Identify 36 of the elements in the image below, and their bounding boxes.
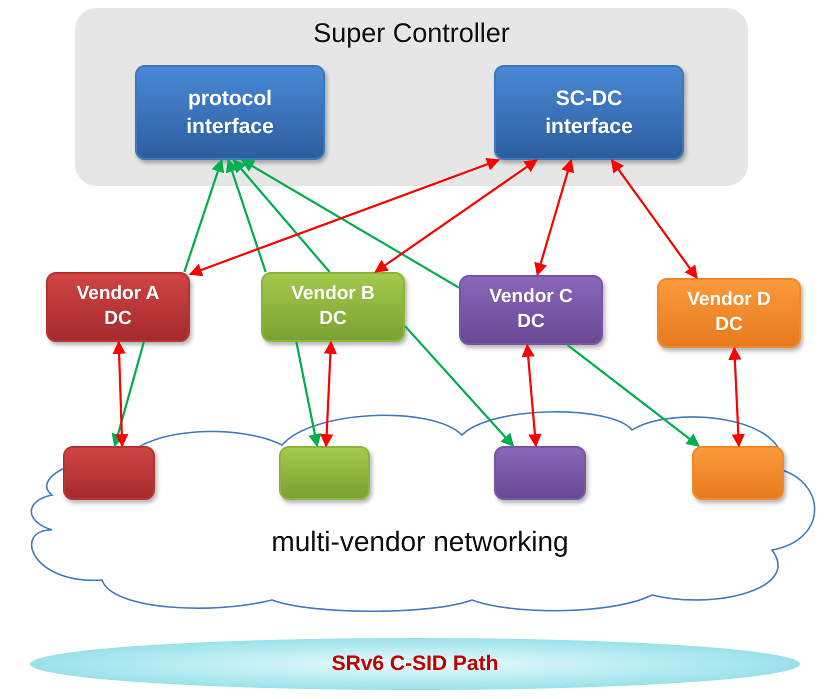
arrow xyxy=(232,159,330,273)
box-label: Vendor C DC xyxy=(488,285,574,334)
network-device-box xyxy=(63,446,155,500)
box-label: Vendor B DC xyxy=(290,282,376,331)
controller-box xyxy=(459,275,603,345)
band-label: SRv6 C-SID Path xyxy=(332,652,498,676)
network-device-box xyxy=(692,446,784,500)
arrow xyxy=(610,158,698,280)
network-device-box xyxy=(279,446,370,500)
panel-title: Super Controller xyxy=(312,18,511,49)
arrow xyxy=(728,346,745,448)
arrow xyxy=(534,158,574,276)
arrow xyxy=(295,342,322,448)
cloud-label: multi-vendor networking xyxy=(270,526,570,558)
arrow xyxy=(188,158,500,276)
controller-panel xyxy=(75,8,748,186)
controller-box xyxy=(261,272,405,342)
arrow xyxy=(374,159,538,273)
arrow xyxy=(566,344,700,447)
network-device-box xyxy=(494,446,586,500)
arrow xyxy=(226,158,267,272)
arrow xyxy=(240,159,460,289)
interface-box xyxy=(494,65,684,160)
box-label: protocol interface xyxy=(185,86,275,140)
box-label: Vendor D DC xyxy=(686,288,772,337)
arrow xyxy=(522,344,542,448)
arrow xyxy=(320,340,337,448)
box-label: Vendor A DC xyxy=(76,282,160,331)
interface-box xyxy=(135,65,325,160)
arrow xyxy=(112,342,145,448)
controller-box xyxy=(657,278,801,348)
arrow xyxy=(112,340,128,448)
arrow xyxy=(404,325,514,447)
controller-box xyxy=(46,272,190,342)
box-label: SC-DC interface xyxy=(544,86,634,140)
arrow xyxy=(183,158,224,272)
